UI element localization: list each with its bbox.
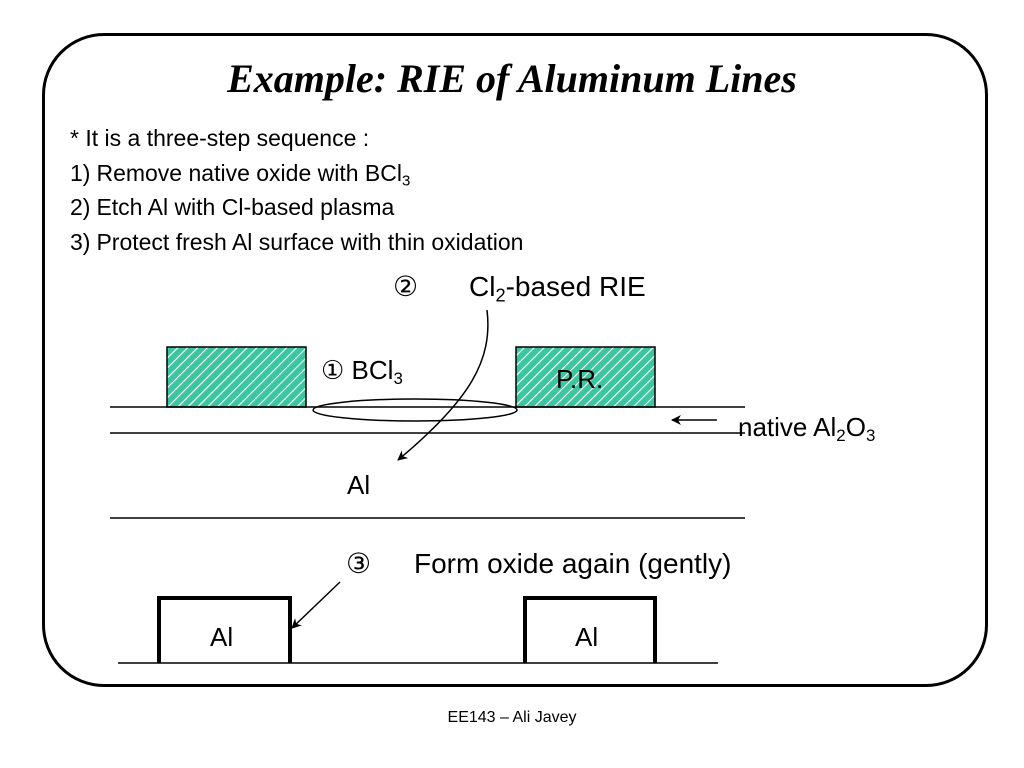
step3-arrow [291, 581, 341, 629]
bullet-step-3: 3)Protect fresh Al surface with thin oxi… [70, 225, 523, 260]
bullet-subscript: 3 [401, 171, 411, 189]
bullet-intro: * It is a three-step sequence : [70, 121, 523, 156]
cl2-arrow [397, 309, 489, 461]
step3-label: Form oxide again (gently) [414, 548, 732, 579]
step1-label: ① BCl3 [321, 355, 403, 389]
slide-footer: EE143 – Ali Javey [447, 709, 577, 726]
bullet-step-1: 1)Remove native oxide with BCl3 [70, 156, 523, 191]
native-oxide-sub2: 3 [865, 426, 876, 446]
slide-frame [42, 33, 988, 687]
photoresist-label: P.R. [556, 364, 604, 394]
photoresist-block-right [515, 346, 656, 408]
bullet-number: 3) [70, 228, 91, 255]
step2-marker: ② [393, 271, 419, 302]
al-line-right-label: Al [575, 622, 599, 652]
bullet-number: 1) [70, 159, 91, 186]
bullet-text: Etch Al with Cl-based plasma [96, 194, 395, 220]
oxide-opening-ellipse [312, 398, 518, 422]
step2-label: Cl2-based RIE [469, 271, 646, 306]
photoresist-block-left [166, 346, 307, 408]
native-oxide-sub1: 2 [836, 426, 846, 446]
step3-marker: ③ [346, 548, 372, 579]
step2-label-sub: 2 [495, 285, 506, 306]
bullet-list: * It is a three-step sequence : 1)Remove… [70, 121, 523, 259]
bullet-text: Protect fresh Al surface with thin oxida… [96, 228, 524, 255]
slide-title: Example: RIE of Aluminum Lines [227, 56, 797, 101]
step1-marker: ① [321, 355, 345, 385]
al-line-left-label: Al [210, 622, 234, 652]
step1-label-text: BCl [351, 355, 394, 385]
bullet-step-2: 2)Etch Al with Cl-based plasma [70, 190, 523, 225]
bullet-number: 2) [70, 194, 91, 220]
al-line-left-oxide [157, 596, 292, 663]
step2-label-pre: Cl [469, 271, 496, 302]
bullet-text: Remove native oxide with BCl [96, 159, 402, 186]
native-oxide-label: native Al2O3 [738, 412, 876, 446]
al-line-right-oxide [523, 596, 657, 663]
native-oxide-label-pre: native Al [738, 412, 837, 442]
step2-label-post: -based RIE [505, 271, 646, 302]
native-oxide-label-mid: O [845, 412, 866, 442]
aluminum-layer-label: Al [347, 470, 371, 500]
step1-label-sub: 3 [393, 369, 403, 389]
bullet-intro-text: * It is a three-step sequence : [70, 125, 370, 151]
